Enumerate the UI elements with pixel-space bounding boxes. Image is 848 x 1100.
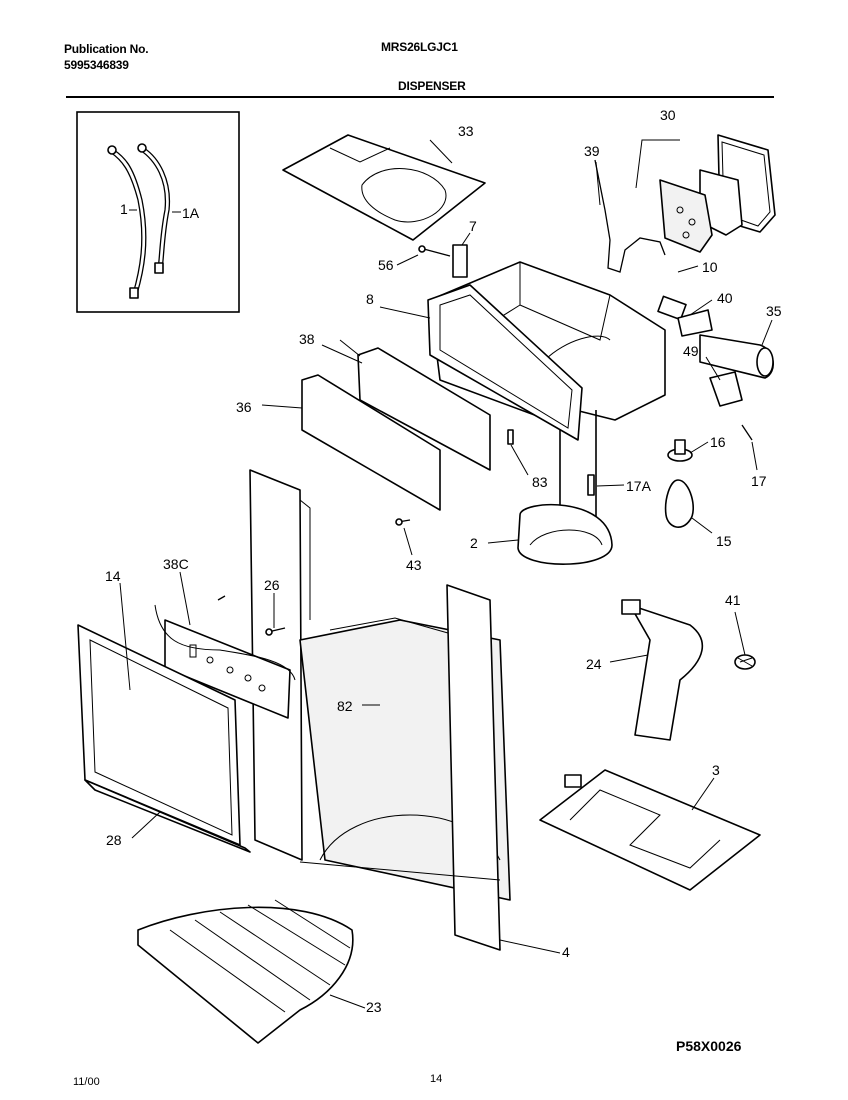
callout-36: 36 (236, 399, 252, 415)
callout-56: 56 (378, 257, 394, 273)
part-33-plate (282, 134, 486, 241)
callout-1a: 1A (182, 205, 200, 221)
publication-label: Publication No. (64, 42, 149, 56)
callout-17: 17 (751, 473, 767, 489)
callout-15: 15 (716, 533, 732, 549)
callout-4: 4 (562, 944, 570, 960)
part-36-panel (301, 374, 441, 511)
part-17a-screw (587, 474, 595, 496)
part-3-heater (539, 769, 761, 891)
callout-1: 1 (120, 201, 128, 217)
callout-39: 39 (584, 143, 600, 159)
header-rule (66, 96, 774, 98)
callout-2: 2 (470, 535, 478, 551)
leader-lines (119, 139, 773, 1009)
callout-28: 28 (106, 832, 122, 848)
callout-10: 10 (702, 259, 718, 275)
callout-40: 40 (717, 290, 733, 306)
part-14-bezel (77, 624, 241, 846)
part-23-drip-tray (137, 899, 354, 1044)
part-15-bulb (664, 479, 694, 528)
callout-14: 14 (105, 568, 121, 584)
part-49-solenoid (709, 371, 743, 407)
part-35-actuator (699, 334, 774, 379)
callout-83: 83 (532, 474, 548, 490)
callout-16: 16 (710, 434, 726, 450)
callout-3: 3 (712, 762, 720, 778)
footer-date: 11/00 (73, 1076, 100, 1088)
callout-41: 41 (725, 592, 741, 608)
callout-82: 82 (337, 698, 353, 714)
part-38-panel (357, 347, 491, 471)
model-number: MRS26LGJC1 (381, 40, 458, 54)
callout-30: 30 (660, 107, 676, 123)
part-30-lens-assembly (659, 134, 776, 253)
part-38c-control-board (154, 604, 296, 719)
callout-38c: 38C (163, 556, 189, 572)
callout-35: 35 (766, 303, 782, 319)
part-43-screw (395, 518, 411, 526)
part-4-front-panel (446, 584, 501, 951)
callout-38: 38 (299, 331, 315, 347)
diagram-code: P58X0026 (676, 1038, 742, 1054)
part-16-socket (667, 439, 693, 462)
callout-49: 49 (683, 343, 699, 359)
callout-17a: 17A (626, 478, 652, 494)
callout-24: 24 (586, 656, 602, 672)
publication-number: 5995346839 (64, 58, 129, 72)
callout-26: 26 (264, 577, 280, 593)
part-7-bracket (452, 244, 468, 278)
callout-33: 33 (458, 123, 474, 139)
part-40-switch (657, 295, 713, 337)
callout-43: 43 (406, 557, 422, 573)
page-number: 14 (430, 1073, 443, 1085)
section-title: DISPENSER (398, 79, 466, 93)
part-56-screw (418, 245, 451, 257)
callout-8: 8 (366, 291, 374, 307)
callout-7: 7 (469, 218, 477, 234)
part-8-frame (427, 284, 583, 441)
part-17-screw (741, 424, 753, 441)
inset-wire-box (76, 111, 240, 313)
callout-23: 23 (366, 999, 382, 1015)
part-83-screw (507, 429, 514, 445)
part-24-paddle (621, 599, 704, 741)
ice-chute (517, 410, 613, 565)
callout-labels: 1 1A 33 30 39 7 56 10 8 40 35 38 49 36 1… (105, 107, 782, 1015)
part-39-wire (594, 159, 666, 273)
part-26-screw (265, 627, 286, 636)
part-41-spring (734, 654, 756, 670)
part-28-lower-bezel (84, 779, 251, 853)
